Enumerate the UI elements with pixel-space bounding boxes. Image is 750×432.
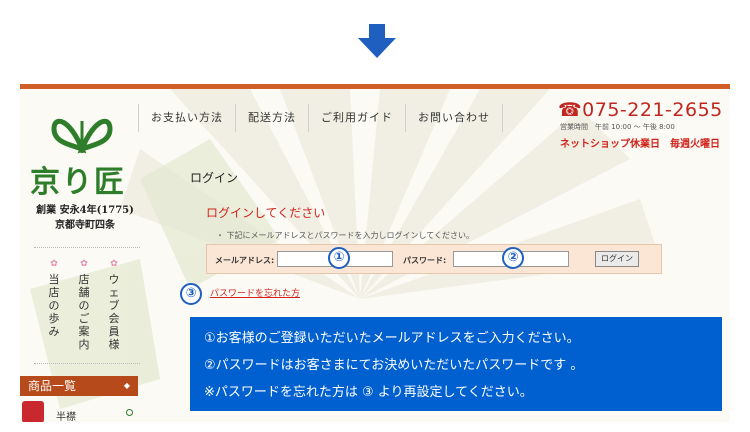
founded-info: 創業 安永4年(1775) 京都寺町四条 xyxy=(30,203,140,233)
flower-icon: ✿ xyxy=(80,259,88,269)
phone-number[interactable]: ☎075-221-2655 xyxy=(558,99,723,121)
login-form: メールアドレス: パスワード: ログイン xyxy=(206,244,662,274)
info-line-1: ①お客様のご登録いただいたメールアドレスをご入力ください。 xyxy=(204,331,580,346)
forgot-password-link[interactable]: パスワードを忘れた方 xyxy=(210,289,301,299)
nav-payment[interactable]: お支払い方法 xyxy=(138,104,235,132)
sidebar-item-store-guide[interactable]: ✿ 店舗のご案内 xyxy=(76,258,92,351)
diamond-icon: ◆ xyxy=(123,381,130,390)
sidebar-item-label: 店舗のご案内 xyxy=(78,273,90,351)
login-heading: ログインしてください xyxy=(206,206,326,220)
logo-wordmark[interactable]: 京り匠 xyxy=(30,165,126,200)
business-hours: 営業時間 午前 10:00 〜 午後 8:00 xyxy=(560,123,675,131)
founded-line-1: 創業 安永4年(1775) xyxy=(36,205,134,216)
circle-bullet-icon xyxy=(126,409,133,416)
product-thumbnail xyxy=(22,401,44,422)
flower-icon: ✿ xyxy=(50,259,58,269)
login-instruction: ・ 下記にメールアドレスとパスワードを入力しログインしてください。 xyxy=(216,231,475,240)
info-box: ①お客様のご登録いただいたメールアドレスをご入力ください。 ②パスワードはお客さ… xyxy=(190,317,722,411)
marker-2: ② xyxy=(502,247,524,269)
info-line-2: ②パスワードはお客さまにてお決めいただいたパスワードです 。 xyxy=(204,358,584,373)
site-frame: 京り匠 創業 安永4年(1775) 京都寺町四条 ✿ 当店の歩み ✿ 店舗のご案… xyxy=(20,84,730,422)
marker-3: ③ xyxy=(180,283,202,305)
sidebar-item-label: ウェブ会員様 xyxy=(108,273,120,351)
sidebar-item-label: 当店の歩み xyxy=(48,273,60,338)
nav-shipping[interactable]: 配送方法 xyxy=(235,104,308,132)
phone-number-text: 075-221-2655 xyxy=(582,99,723,121)
email-label: メールアドレス: xyxy=(215,256,275,265)
down-arrow-icon xyxy=(358,24,396,58)
info-line-3: ※パスワードを忘れた方は ③ より再設定してください。 xyxy=(204,385,533,400)
butterfly-logo-icon xyxy=(51,118,113,154)
marker-1: ① xyxy=(328,247,350,269)
password-label: パスワード: xyxy=(403,256,447,265)
flower-icon: ✿ xyxy=(110,259,118,269)
nav-guide[interactable]: ご利用ガイド xyxy=(308,104,405,132)
category-item-label: 半襟 xyxy=(56,412,76,422)
sidebar-item-web-members[interactable]: ✿ ウェブ会員様 xyxy=(106,258,122,351)
category-item-haneri[interactable]: 半襟 xyxy=(20,401,138,422)
closed-day-notice: ネットショップ休業日 毎週火曜日 xyxy=(560,139,720,150)
page-title: ログイン xyxy=(190,171,239,185)
login-button[interactable]: ログイン xyxy=(595,251,639,267)
category-header[interactable]: 商品一覧 ◆ xyxy=(20,376,138,396)
side-menu: ✿ 当店の歩み ✿ 店舗のご案内 ✿ ウェブ会員様 xyxy=(34,247,140,364)
sidebar-item-history[interactable]: ✿ 当店の歩み xyxy=(46,258,62,338)
top-navigation: お支払い方法 配送方法 ご利用ガイド お問い合わせ xyxy=(138,104,503,132)
category-header-label: 商品一覧 xyxy=(28,379,77,393)
founded-line-2: 京都寺町四条 xyxy=(55,220,115,231)
phone-icon: ☎ xyxy=(558,99,583,121)
nav-contact[interactable]: お問い合わせ xyxy=(405,104,503,132)
